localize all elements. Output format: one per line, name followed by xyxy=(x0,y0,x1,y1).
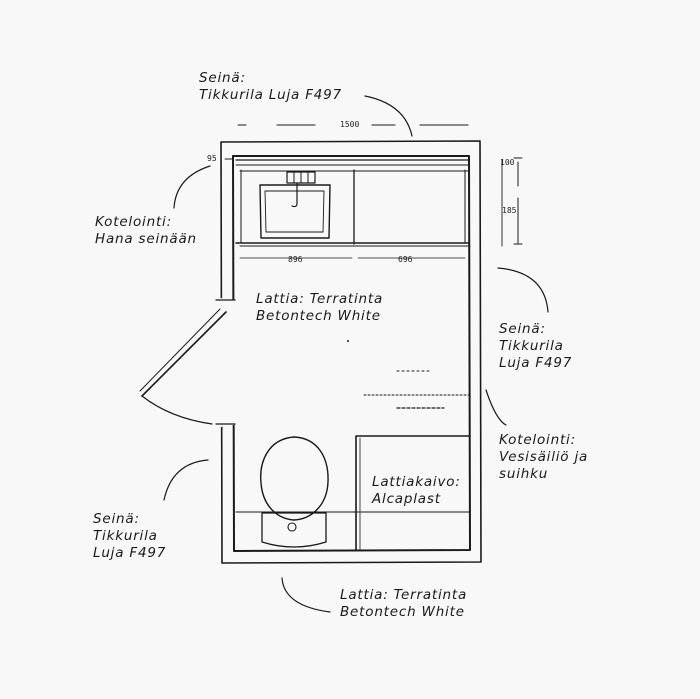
dim-overall-width: 1500 xyxy=(340,120,360,129)
label-wall-right: Seinä: Tikkurila Luja F497 xyxy=(499,321,573,371)
toilet-flush xyxy=(287,522,297,532)
door-leaf-2 xyxy=(139,308,221,392)
label-floor-drain: Lattiakaivo: Alcaplast xyxy=(372,474,461,507)
leader-wall-top xyxy=(364,95,413,137)
label-casing-tank: Kotelointi: Vesisäiliö ja suihku xyxy=(499,432,589,482)
dim-counter-left: 896 xyxy=(288,255,303,264)
leader-tank xyxy=(485,389,507,426)
sink-outer xyxy=(259,184,331,239)
label-floor-bottom: Lattia: Terratinta Betontech White xyxy=(340,587,468,620)
leader-floor-bottom xyxy=(281,577,331,613)
leader-faucet xyxy=(173,165,211,209)
dim-counter-right: 696 xyxy=(398,255,413,264)
shower-outline xyxy=(355,435,471,551)
dim-left-wall: 95 xyxy=(207,154,217,163)
door-swing-arc xyxy=(141,395,213,425)
dim-right-mid: 185 xyxy=(502,206,517,215)
label-wall-top: Seinä: Tikkurila Luja F497 xyxy=(199,70,342,103)
toilet-bowl xyxy=(260,436,329,521)
label-casing-faucet: Kotelointi: Hana seinään xyxy=(95,214,197,247)
dim-right-top: 100 xyxy=(500,158,515,167)
label-floor-main: Lattia: Terratinta Betontech White xyxy=(256,291,384,324)
sink-inner xyxy=(264,190,325,233)
leader-wall-right xyxy=(497,267,549,313)
door-leaf xyxy=(141,311,227,397)
leader-wall-left xyxy=(163,459,209,501)
toilet-tank xyxy=(261,512,327,548)
faucet-spout xyxy=(291,182,298,208)
label-wall-left: Seinä: Tikkurila Luja F497 xyxy=(93,511,167,561)
